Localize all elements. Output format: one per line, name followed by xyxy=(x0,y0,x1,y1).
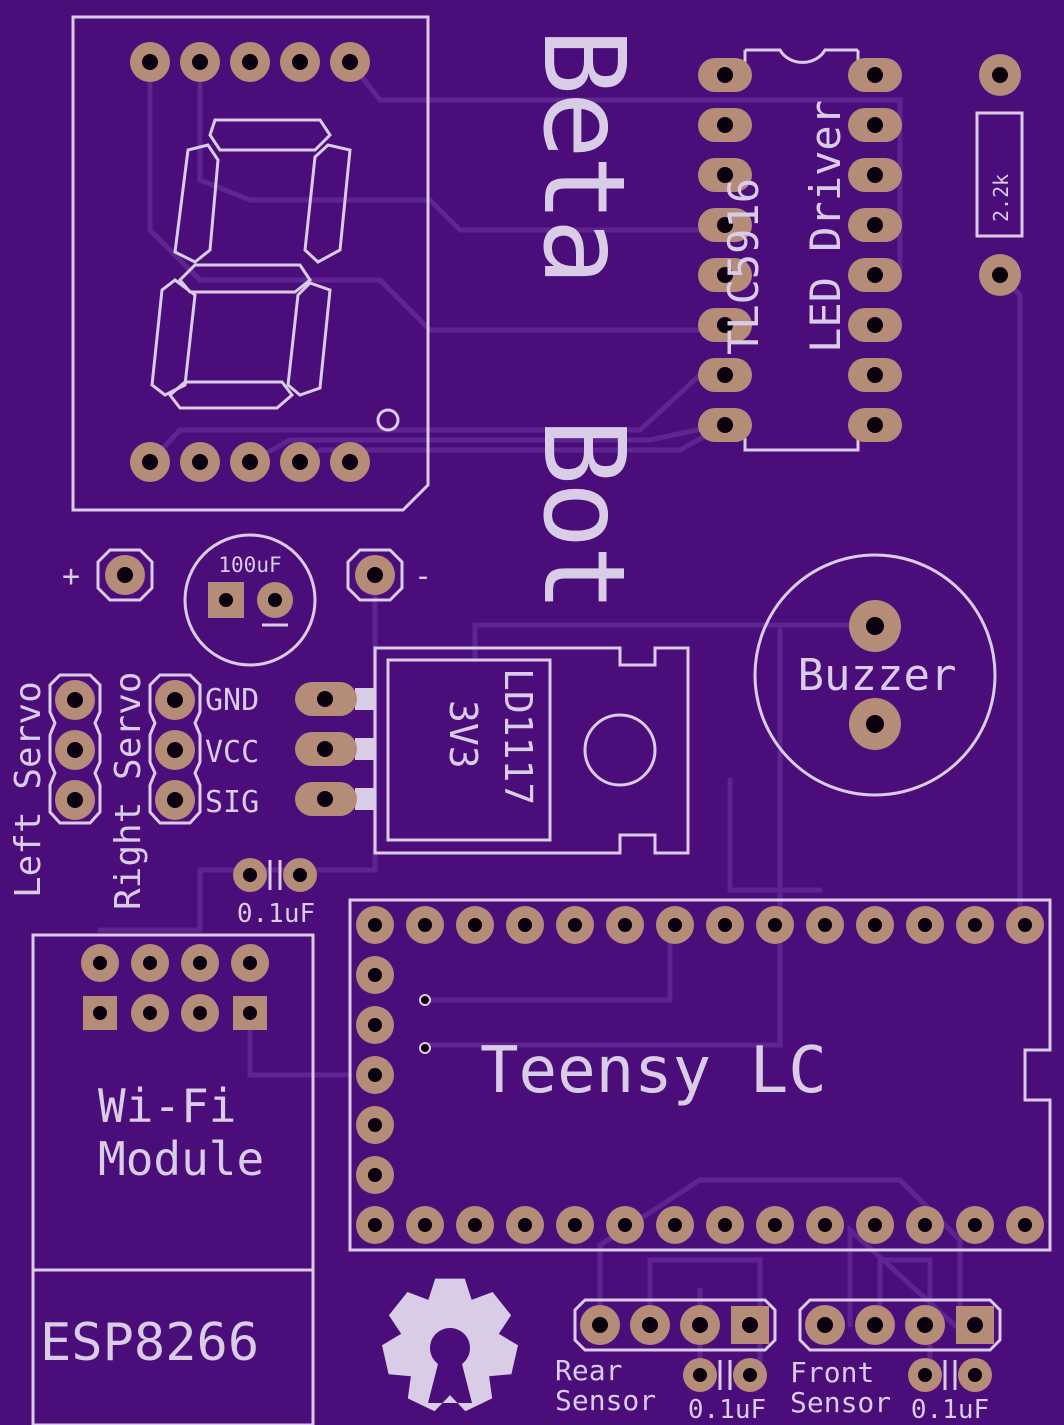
led-driver-chip xyxy=(743,48,860,452)
teensy-label: Teensy LC xyxy=(480,1034,827,1108)
regulator-voltage-label: 3V3 xyxy=(441,700,485,769)
board-title-line1: Beta xyxy=(518,28,648,282)
wifi-module-pins xyxy=(81,944,269,1032)
power-terminals xyxy=(96,548,404,602)
sensor-headers xyxy=(573,1298,1002,1392)
seven-segment-display xyxy=(71,15,430,512)
wifi-module xyxy=(31,933,315,1425)
minus-label: - xyxy=(414,559,432,594)
resistor xyxy=(975,54,1024,296)
open-hardware-gear-icon xyxy=(382,1278,518,1412)
board-title-line2: Bot xyxy=(518,418,648,608)
esp-label: ESP8266 xyxy=(40,1313,259,1373)
resistor-label: 2.2k xyxy=(989,174,1013,222)
rear-sensor-label-line1: Rear xyxy=(555,1354,622,1387)
led-driver-name-label: LED Driver xyxy=(801,100,850,353)
capacitor-100uf xyxy=(183,533,317,667)
rear-sensor-label-line2: Sensor xyxy=(555,1384,656,1417)
regulator-part-label: LD1117 xyxy=(496,668,540,805)
servo-headers xyxy=(48,673,202,825)
capacitor-rear-label: 0.1uF xyxy=(688,1395,766,1425)
left-servo-label: Left Servo xyxy=(8,681,49,898)
pin-vcc-label: VCC xyxy=(205,735,259,770)
capacitor-100uf-label: 100uF xyxy=(218,553,281,577)
capacitor-regulator xyxy=(233,858,317,892)
front-sensor-label-line2: Sensor xyxy=(790,1386,891,1419)
right-servo-label: Right Servo xyxy=(108,672,149,910)
wifi-label-line1: Wi-Fi xyxy=(98,1079,236,1133)
teensy-board xyxy=(348,898,1052,1252)
plus-label: + xyxy=(62,559,80,594)
voltage-regulator xyxy=(295,646,690,855)
buzzer-label: Buzzer xyxy=(798,650,957,701)
capacitor-regulator-label: 0.1uF xyxy=(237,899,315,929)
pin-sig-label: SIG xyxy=(205,785,259,820)
display-pins xyxy=(130,42,370,482)
led-driver-chip-label: TLC5916 xyxy=(719,178,768,355)
capacitor-front-label: 0.1uF xyxy=(911,1395,989,1425)
wifi-label-line2: Module xyxy=(98,1132,264,1186)
teensy-pins xyxy=(356,906,1044,1244)
led-driver-pins xyxy=(698,58,902,442)
pin-gnd-label: GND xyxy=(205,683,259,718)
front-sensor-label-line1: Front xyxy=(790,1356,874,1389)
buzzer xyxy=(753,553,997,797)
